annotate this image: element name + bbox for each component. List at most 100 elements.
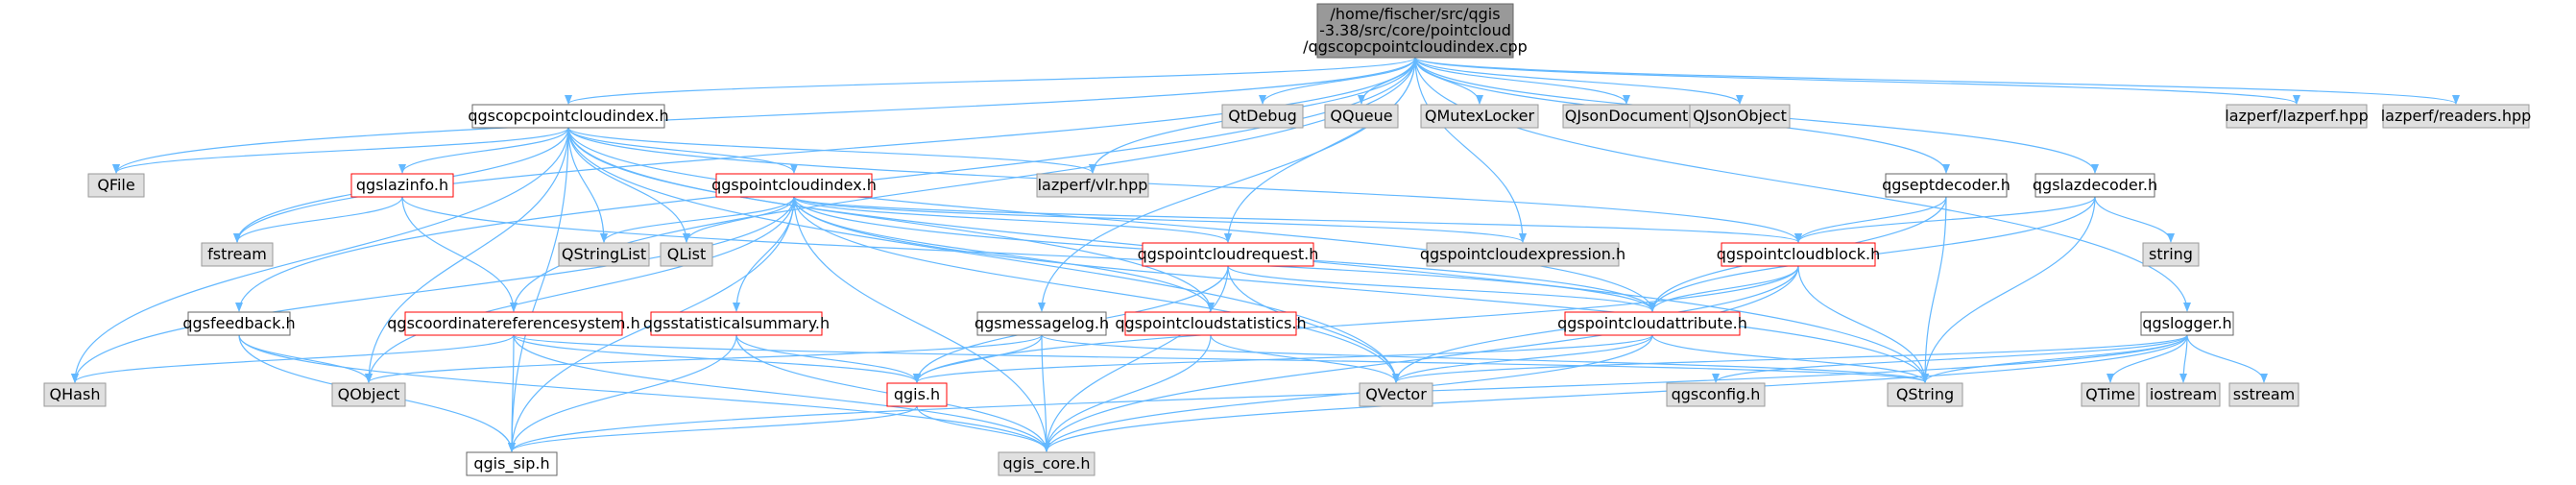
dependency-edges xyxy=(71,57,2460,452)
edge-qgspointcloudindex-to-qstring xyxy=(793,196,1929,383)
edge-qgslogger-to-qgis_core xyxy=(1043,334,2188,452)
node-qstring: QString xyxy=(1887,382,1963,407)
node-label-qgslazdecoder: qgslazdecoder.h xyxy=(2033,176,2157,194)
edge-qgspointcloudattribute-to-qgis_h xyxy=(913,334,1653,383)
node-label-qgslogger: qgslogger.h xyxy=(2142,314,2231,332)
node-label-qgspointcloudindex: qgspointcloudindex.h xyxy=(711,176,877,194)
node-string: string xyxy=(2142,242,2200,267)
node-box-string xyxy=(2142,242,2200,267)
edge-qgslazdecoder-to-string xyxy=(2094,196,2175,243)
edge-qgslazdecoder-to-qstring xyxy=(1921,196,2096,383)
node-qgspointcloudindex[interactable]: qgspointcloudindex.h xyxy=(711,173,877,198)
edge-qgscoordinatereferencesystem-to-qhash xyxy=(71,334,515,383)
node-label-iostream: iostream xyxy=(2150,385,2217,403)
edge-qgspointcloudblock-to-qgspointcloudattribute xyxy=(1649,265,1799,312)
edge-qgspointcloudindex-to-qstringlist xyxy=(600,196,795,243)
edge-copcindex_h-to-qgis_sip xyxy=(508,127,569,452)
node-qgscoordinatereferencesystem[interactable]: qgscoordinatereferencesystem.h xyxy=(387,311,640,336)
node-box-qobject xyxy=(331,382,406,407)
node-qtdebug: QtDebug xyxy=(1221,104,1304,129)
node-qhash: QHash xyxy=(43,382,107,407)
edge-qgseptdecoder-to-qgspointcloudblock xyxy=(1794,196,1947,243)
edge-copcindex_h-to-qgspointcloudattribute xyxy=(567,127,1656,312)
node-box-qgsconfig xyxy=(1666,382,1766,407)
edge-qgsmessagelog-to-qgis_core xyxy=(1041,334,1050,452)
node-label-qgsconfig: qgsconfig.h xyxy=(1672,385,1761,403)
node-qgsmessagelog[interactable]: qgsmessagelog.h xyxy=(975,311,1109,336)
node-qgsfeedback[interactable]: qgsfeedback.h xyxy=(182,311,296,336)
node-qgspointcloudstatistics[interactable]: qgspointcloudstatistics.h xyxy=(1115,311,1307,336)
edge-qgsfeedback-to-qgis_core xyxy=(238,334,1050,452)
edge-qgslazinfo-to-fstream xyxy=(233,196,403,243)
node-qgslogger[interactable]: qgslogger.h xyxy=(2140,311,2234,336)
edge-root-to-readers_h xyxy=(1414,57,2460,105)
edge-copcindex_h-to-qgspointcloudstatistics xyxy=(567,127,1215,312)
node-qvector: QVector xyxy=(1359,382,1433,407)
edge-copcindex_h-to-qvector xyxy=(567,127,1400,383)
edge-root-to-qgscoordinatereferencesystem xyxy=(510,57,1416,312)
node-qgspointcloudattribute[interactable]: qgspointcloudattribute.h xyxy=(1557,311,1747,336)
node-fstream: fstream xyxy=(201,242,274,267)
edge-copcindex_h-to-qgslazinfo xyxy=(398,127,569,174)
node-label-qmutexlocker: QMutexLocker xyxy=(1425,107,1535,125)
node-label-qgis_sip: qgis_sip.h xyxy=(473,454,549,473)
node-qgseptdecoder[interactable]: qgseptdecoder.h xyxy=(1882,173,2010,198)
edge-qgspointcloudrequest-to-qvector xyxy=(1227,265,1400,383)
node-qgspointcloudblock[interactable]: qgspointcloudblock.h xyxy=(1717,242,1880,267)
node-qgspointcloudrequest[interactable]: qgspointcloudrequest.h xyxy=(1138,242,1319,267)
edge-qgspointcloudblock-to-qstring xyxy=(1797,265,1929,383)
node-qgis_sip[interactable]: qgis_sip.h xyxy=(466,451,558,476)
edge-qgslogger-to-iostream xyxy=(2179,334,2188,383)
edge-copcindex_h-to-qfile xyxy=(112,127,569,174)
edge-qgslogger-to-qgsconfig xyxy=(1712,334,2188,383)
node-qjsonobject: QJsonObject xyxy=(1689,104,1791,129)
node-box-qmutexlocker xyxy=(1420,104,1539,129)
edge-root-to-qjsondocument xyxy=(1414,57,1630,105)
edge-qgspointcloudstatistics-to-qgis_core xyxy=(1043,334,1212,452)
node-box-qgslogger xyxy=(2140,311,2234,336)
edge-root-to-copcindex_h xyxy=(565,57,1416,105)
node-qgis_h[interactable]: qgis.h xyxy=(886,382,948,407)
edge-copcindex_h-to-qgspointcloudindex xyxy=(567,127,798,174)
node-label-qgseptdecoder: qgseptdecoder.h xyxy=(1882,176,2010,194)
edge-qgsmessagelog-to-qstring xyxy=(1041,334,1929,383)
node-box-qgis_h xyxy=(886,382,948,407)
node-qtime: QTime xyxy=(2081,382,2140,407)
node-label-qtime: QTime xyxy=(2085,385,2135,403)
node-qgslazdecoder[interactable]: qgslazdecoder.h xyxy=(2033,173,2157,198)
node-label-sstream: sstream xyxy=(2233,385,2295,403)
edge-root-to-lazperf_h xyxy=(1414,57,2300,105)
node-label-root: /home/fischer/src/qgis xyxy=(1330,5,1500,23)
node-label-qgis_core: qgis_core.h xyxy=(1003,454,1091,473)
edge-qgslazinfo-to-qgscoordinatereferencesystem xyxy=(401,196,518,312)
node-box-sstream xyxy=(2228,382,2299,407)
node-box-qgis_core xyxy=(998,451,1095,476)
node-qgsstatisticalsummary[interactable]: qgsstatisticalsummary.h xyxy=(643,311,830,336)
node-qgis_core: qgis_core.h xyxy=(998,451,1095,476)
node-qgspointcloudexpression: qgspointcloudexpression.h xyxy=(1420,242,1625,267)
node-box-qlist xyxy=(660,242,713,267)
node-label-fstream: fstream xyxy=(207,245,267,263)
node-box-qgspointcloudstatistics xyxy=(1124,311,1297,336)
node-box-fstream xyxy=(201,242,274,267)
node-box-qhash xyxy=(43,382,107,407)
node-box-root xyxy=(1316,3,1514,59)
node-box-qgspointcloudexpression xyxy=(1426,242,1620,267)
node-label-string: string xyxy=(2149,245,2193,263)
node-root[interactable]: /home/fischer/src/qgis-3.38/src/core/poi… xyxy=(1303,3,1528,59)
edge-qgslazdecoder-to-qgspointcloudblock xyxy=(1794,196,2096,243)
edge-qgsmessagelog-to-qobject xyxy=(365,334,1043,383)
node-copcindex_h[interactable]: qgscopcpointcloudindex.h xyxy=(468,104,669,129)
edge-qgseptdecoder-to-qstring xyxy=(1921,196,1947,383)
edge-qgslogger-to-qvector xyxy=(1392,334,2188,383)
node-label-qlist: QList xyxy=(667,245,707,263)
node-label-qvector: QVector xyxy=(1365,385,1427,403)
node-qgslazinfo[interactable]: qgslazinfo.h xyxy=(350,173,454,198)
node-label-qfile: QFile xyxy=(97,176,134,194)
node-qjsondocument: QJsonDocument xyxy=(1562,104,1691,129)
node-label-copcindex_h: qgscopcpointcloudindex.h xyxy=(468,107,668,125)
node-box-qstring xyxy=(1887,382,1963,407)
edge-qgspointcloudindex-to-qgspointcloudrequest xyxy=(793,196,1232,243)
node-label-qgspointcloudexpression: qgspointcloudexpression.h xyxy=(1420,245,1625,263)
edge-qgspointcloudindex-to-qobject xyxy=(365,196,795,383)
